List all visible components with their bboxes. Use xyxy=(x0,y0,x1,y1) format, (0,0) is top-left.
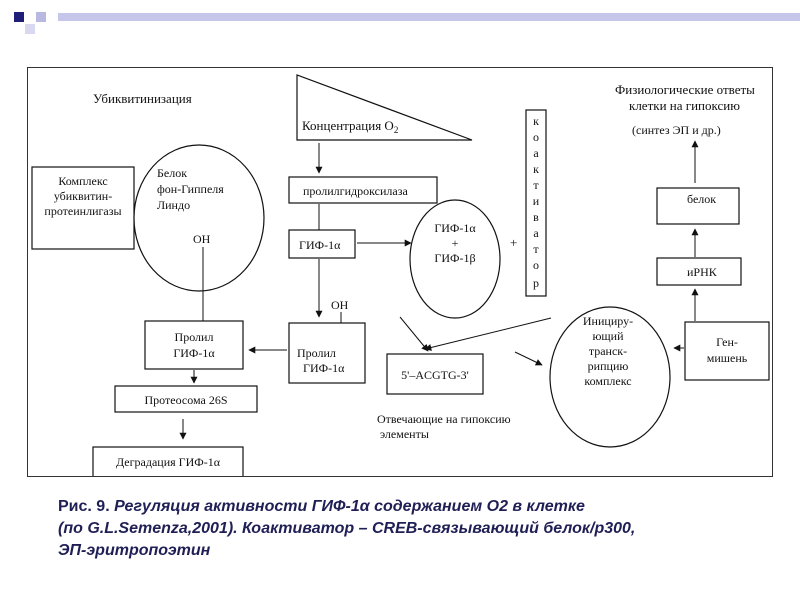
hif-regulation-diagram: Убиквитинизация Концентрация O2 к о а к … xyxy=(31,74,770,478)
coactivator-letters: к о а к т и в а т о р xyxy=(533,114,540,290)
caption-line1: Рис. 9. Регуляция активности ГИФ-1α соде… xyxy=(58,496,788,518)
dimer-line2: + xyxy=(452,236,459,250)
vhl-line1: Белок xyxy=(157,166,187,180)
coactivator-letter: о xyxy=(533,258,539,272)
slide-header-decoration xyxy=(0,0,800,34)
dimer-line1: ГИФ-1α xyxy=(434,221,476,235)
ubiquitination-label: Убиквитинизация xyxy=(93,91,192,106)
prolyl-hydroxylase-label: пролилгидроксилаза xyxy=(303,184,408,198)
caption-line3: ЭП-эритропоэтин xyxy=(58,542,211,559)
o2-concentration-triangle xyxy=(296,74,473,141)
prolyl-hydroxylase-box xyxy=(288,176,438,204)
physio-title-line2: клетки на гипоксию xyxy=(629,98,740,113)
o2-concentration-label: Концентрация O2 xyxy=(302,118,398,135)
arrow-dimer-to-hre xyxy=(399,316,429,352)
prolyl-hif-left-line2: ГИФ-1α xyxy=(173,346,215,360)
init-line4: рипцию xyxy=(588,359,629,373)
caption-line2: (по G.L.Semenza,2001). Коактиватор – CRE… xyxy=(58,520,636,537)
vhl-line2: фон-Гиппеля xyxy=(157,182,224,196)
coactivator-box xyxy=(525,109,547,297)
header-bar xyxy=(58,13,800,21)
init-line1: Инициру- xyxy=(583,314,633,328)
arrow-hre-to-init xyxy=(514,351,543,366)
oh-label: OH xyxy=(331,298,349,312)
ubiquitin-ligase-complex-box xyxy=(31,166,135,250)
prolyl-hif-mid-line1: Пролил xyxy=(297,346,336,360)
init-line3: транск- xyxy=(589,344,627,358)
coactivator-letter: т xyxy=(533,178,539,192)
diagram-frame: Убиквитинизация Концентрация O2 к о а к … xyxy=(27,67,773,478)
coactivator-letter: к xyxy=(533,162,539,176)
vhl-line3: Линдо xyxy=(157,198,190,212)
caption-lead: Рис. 9. xyxy=(58,498,115,515)
header-square-light xyxy=(36,12,46,22)
protein-box xyxy=(656,187,740,225)
prolyl-hif-left-line1: Пролил xyxy=(175,330,214,344)
prolyl-hif-mid-box xyxy=(288,322,366,384)
vhl-protein-ellipse xyxy=(133,144,265,292)
protein-label: белок xyxy=(687,192,716,206)
coactivator-letter: к xyxy=(533,114,539,128)
mrna-box xyxy=(656,257,742,286)
physio-note: (синтез ЭП и др.) xyxy=(632,123,721,137)
coactivator-letter: т xyxy=(533,242,539,256)
target-gene-box xyxy=(684,321,770,381)
prolyl-hif-left-box xyxy=(144,320,244,370)
coactivator-letter: а xyxy=(533,146,539,160)
init-line2: ющий xyxy=(592,329,624,343)
hif1a-box xyxy=(288,229,356,259)
degradation-label: Деградация ГИФ-1α xyxy=(116,455,221,469)
coactivator-letter: и xyxy=(533,194,540,208)
target-line1: Ген- xyxy=(716,335,738,349)
plus-sign: + xyxy=(510,235,517,250)
header-square-dark xyxy=(14,12,24,22)
degradation-box xyxy=(92,446,244,478)
complex-line2: убиквитин- xyxy=(54,189,112,203)
coactivator-letter: в xyxy=(533,210,539,224)
hre-caption-line2: элементы xyxy=(380,427,429,441)
coactivator-letter: о xyxy=(533,130,539,144)
caption-line1-text: Регуляция активности ГИФ-1α содержанием … xyxy=(114,498,585,515)
arrow-init-to-hre xyxy=(424,317,552,351)
proteasome-box xyxy=(114,385,258,413)
physio-title-line1: Физиологические ответы xyxy=(615,82,755,97)
prolyl-hif-mid-line2: ГИФ-1α xyxy=(303,361,345,375)
hre-box xyxy=(386,353,484,395)
target-line2: мишень xyxy=(707,351,748,365)
proteasome-label: Протеосома 26S xyxy=(145,393,228,407)
mrna-label: иРНК xyxy=(687,265,718,279)
coactivator-letter: р xyxy=(533,276,539,290)
coactivator-letter: а xyxy=(533,226,539,240)
complex-line1: Комплекс xyxy=(58,174,107,188)
hre-caption-line1: Отвечающие на гипоксию xyxy=(377,412,511,426)
initiation-complex-ellipse xyxy=(549,306,671,448)
init-line5: комплекс xyxy=(584,374,631,388)
figure-caption: Рис. 9. Регуляция активности ГИФ-1α соде… xyxy=(58,496,788,562)
header-square-light-2 xyxy=(25,24,35,34)
hif1a-label: ГИФ-1α xyxy=(299,238,341,252)
vhl-oh: OH xyxy=(193,232,211,246)
hre-label: 5'–ACGTG-3' xyxy=(401,368,469,382)
hif-dimer-ellipse xyxy=(409,199,501,319)
dimer-line3: ГИФ-1β xyxy=(434,251,475,265)
complex-line3: протеинлигазы xyxy=(44,204,121,218)
